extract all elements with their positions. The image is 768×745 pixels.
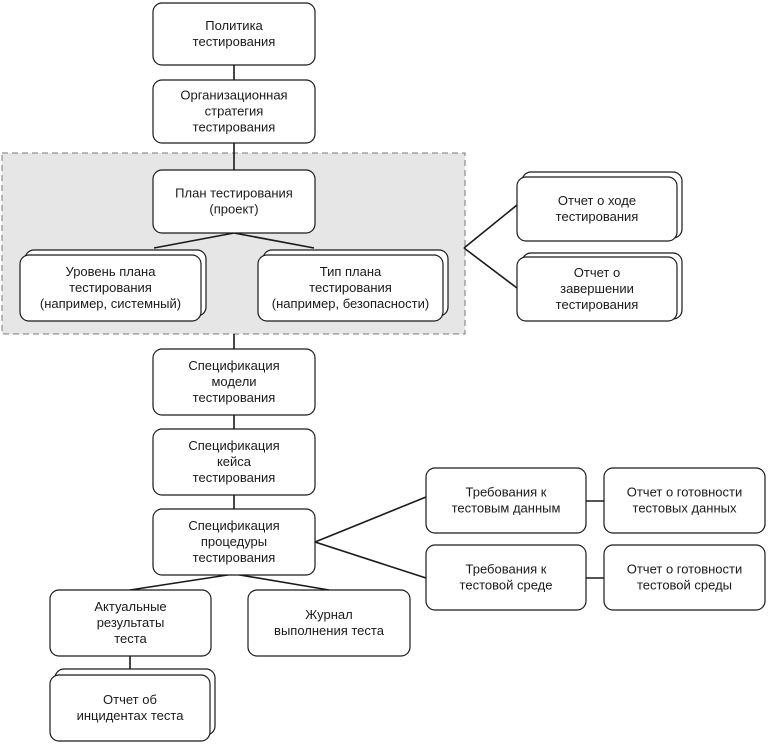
test-plan-box <box>152 169 316 234</box>
completion-report-box <box>516 256 678 322</box>
connectors <box>129 65 604 672</box>
design-spec-label-line-1: Спецификация <box>188 358 279 373</box>
design-spec-label-line-3: тестирования <box>193 390 276 405</box>
env-req-label-line-2: тестовой среде <box>460 578 553 593</box>
env-ready-label-line-1: Отчет о готовности <box>627 562 743 577</box>
policy-label-line-2: тестирования <box>193 34 276 49</box>
case-spec-label-line-3: тестирования <box>193 470 276 485</box>
completion-report-label-line-3: тестирования <box>556 297 639 312</box>
design-spec-label-line-2: модели <box>211 374 256 389</box>
actual-results-box <box>49 589 212 657</box>
level-plan-box <box>19 254 202 322</box>
env-ready-label-line-2: тестовой среды <box>637 578 732 593</box>
actual-results-label-line-2: результаты <box>97 615 165 630</box>
actual-results-label-line-1: Актуальные <box>94 599 166 614</box>
data-ready-box <box>603 467 766 534</box>
test-plan-label-line-1: План тестирования <box>175 186 293 201</box>
data-req-label-line-1: Требования к <box>466 485 547 500</box>
data-ready-label-line-1: Отчет о готовности <box>627 485 743 500</box>
env-req-box <box>425 544 587 611</box>
type-plan-label-line-2: тестирования <box>309 280 392 295</box>
incident-report-label-line-1: Отчет об <box>103 692 157 707</box>
level-plan-label-line-1: Уровень плана <box>66 264 157 279</box>
type-plan-box <box>257 254 444 322</box>
org-strategy-box <box>152 79 316 144</box>
connector-procedure-envreq <box>314 541 427 579</box>
case-spec-box <box>152 428 316 496</box>
policy-box <box>152 2 316 66</box>
env-req-label-line-1: Требования к <box>466 562 547 577</box>
progress-report-label-line-1: Отчет о ходе <box>558 193 636 208</box>
completion-report-label-line-1: Отчет о <box>574 265 620 280</box>
procedure-spec-label-line-2: процедуры <box>201 534 267 549</box>
data-req-label-line-2: тестовым данным <box>452 501 561 516</box>
level-plan-label-line-2: тестирования <box>69 280 152 295</box>
connector-procedure-results <box>129 573 235 591</box>
data-ready-label-line-2: тестовых данных <box>633 501 737 516</box>
org-strategy-label-line-2: стратегия <box>205 104 264 119</box>
level-plan-label-line-3: (например, системный) <box>40 296 181 311</box>
procedure-spec-box <box>152 508 316 576</box>
progress-report-box <box>516 176 678 242</box>
data-req-box <box>425 467 587 534</box>
test-log-label-line-2: выполнения теста <box>274 623 385 638</box>
connector-plan-level <box>153 232 235 249</box>
policy-label-line-1: Политика <box>205 18 263 33</box>
actual-results-label-line-3: теста <box>114 631 147 646</box>
connector-group-completion <box>463 247 518 289</box>
test-plan-label-line-2: (проект) <box>209 202 258 217</box>
incident-report-box <box>49 674 211 742</box>
connector-group-progress <box>463 204 518 249</box>
case-spec-label-line-2: кейса <box>217 454 252 469</box>
incident-report-label-line-2: инцидентах теста <box>77 708 185 723</box>
connector-procedure-log <box>233 573 330 591</box>
env-ready-box <box>603 544 766 611</box>
progress-report-label-line-2: тестирования <box>556 209 639 224</box>
test-log-label-line-1: Журнал <box>305 607 352 622</box>
org-strategy-label-line-3: тестирования <box>193 120 276 135</box>
org-strategy-label-line-1: Организационная <box>180 88 287 103</box>
type-plan-label-line-1: Тип плана <box>320 264 382 279</box>
connector-procedure-datareq <box>314 496 427 543</box>
case-spec-label-line-1: Спецификация <box>188 438 279 453</box>
completion-report-label-line-2: завершении <box>560 281 634 296</box>
type-plan-label-line-3: (например, безопасности) <box>272 296 429 311</box>
connector-plan-type <box>233 232 315 249</box>
procedure-spec-label-line-3: тестирования <box>193 550 276 565</box>
design-spec-box <box>152 348 316 416</box>
procedure-spec-label-line-1: Спецификация <box>188 518 279 533</box>
test-log-box <box>247 589 411 657</box>
